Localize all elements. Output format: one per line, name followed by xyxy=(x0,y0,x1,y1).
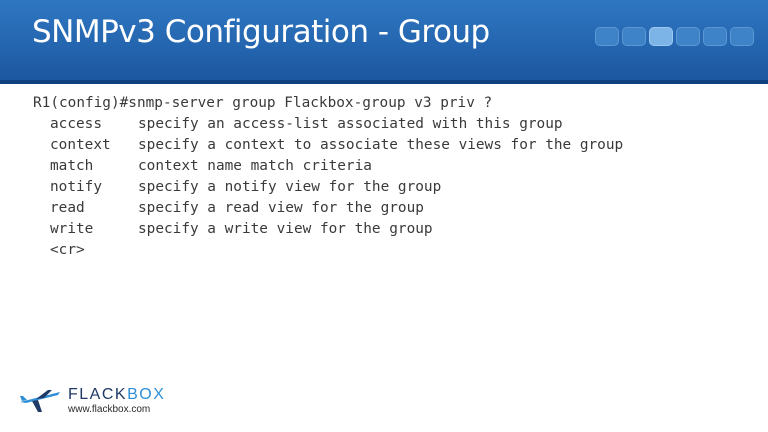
cli-option-row: <cr> xyxy=(33,240,623,261)
logo-wordmark-first: FLACK xyxy=(68,386,128,403)
progress-dot xyxy=(595,27,619,46)
cli-option-description: specify a read view for the group xyxy=(138,200,424,216)
progress-dot xyxy=(703,27,727,46)
header-bar: SNMPv3 Configuration - Group xyxy=(0,0,768,80)
logo-wordmark-second: BOX xyxy=(127,386,166,403)
airplane-icon xyxy=(20,390,60,412)
cli-option-description: specify a write view for the group xyxy=(138,221,433,237)
cli-option-row: write specify a write view for the group xyxy=(33,219,623,240)
cli-option-keyword: access xyxy=(50,116,102,132)
cli-command-line: R1(config)#snmp-server group Flackbox-gr… xyxy=(33,95,493,111)
slide-progress-indicator xyxy=(595,27,754,46)
logo-wordmark: FLACKBOX xyxy=(68,386,165,404)
cli-option-keyword: context xyxy=(50,137,111,153)
progress-dot xyxy=(730,27,754,46)
cli-option-keyword: notify xyxy=(50,179,102,195)
progress-dot xyxy=(622,27,646,46)
progress-dot xyxy=(676,27,700,46)
cli-option-description: specify a notify view for the group xyxy=(138,179,442,195)
cli-option-description: context name match criteria xyxy=(138,158,372,174)
cli-option-keyword: <cr> xyxy=(50,242,85,258)
header-divider xyxy=(0,80,768,84)
flackbox-logo: FLACKBOX www.flackbox.com xyxy=(18,386,218,416)
progress-dot-current xyxy=(649,27,673,46)
cli-option-row: access specify an access-list associated … xyxy=(33,114,623,135)
cli-option-description: specify a context to associate these vie… xyxy=(138,137,624,153)
cli-option-keyword: read xyxy=(50,200,85,216)
cli-option-row: notify specify a notify view for the grou… xyxy=(33,177,623,198)
cli-option-row: read specify a read view for the group xyxy=(33,198,623,219)
cli-option-row: context specify a context to associate th… xyxy=(33,135,623,156)
cli-output: R1(config)#snmp-server group Flackbox-gr… xyxy=(33,93,623,261)
logo-url: www.flackbox.com xyxy=(68,404,151,415)
cli-option-keyword: match xyxy=(50,158,94,174)
slide-title: SNMPv3 Configuration - Group xyxy=(32,14,490,50)
cli-option-row: match context name match criteria xyxy=(33,156,623,177)
cli-option-keyword: write xyxy=(50,221,94,237)
cli-option-description: specify an access-list associated with t… xyxy=(138,116,563,132)
